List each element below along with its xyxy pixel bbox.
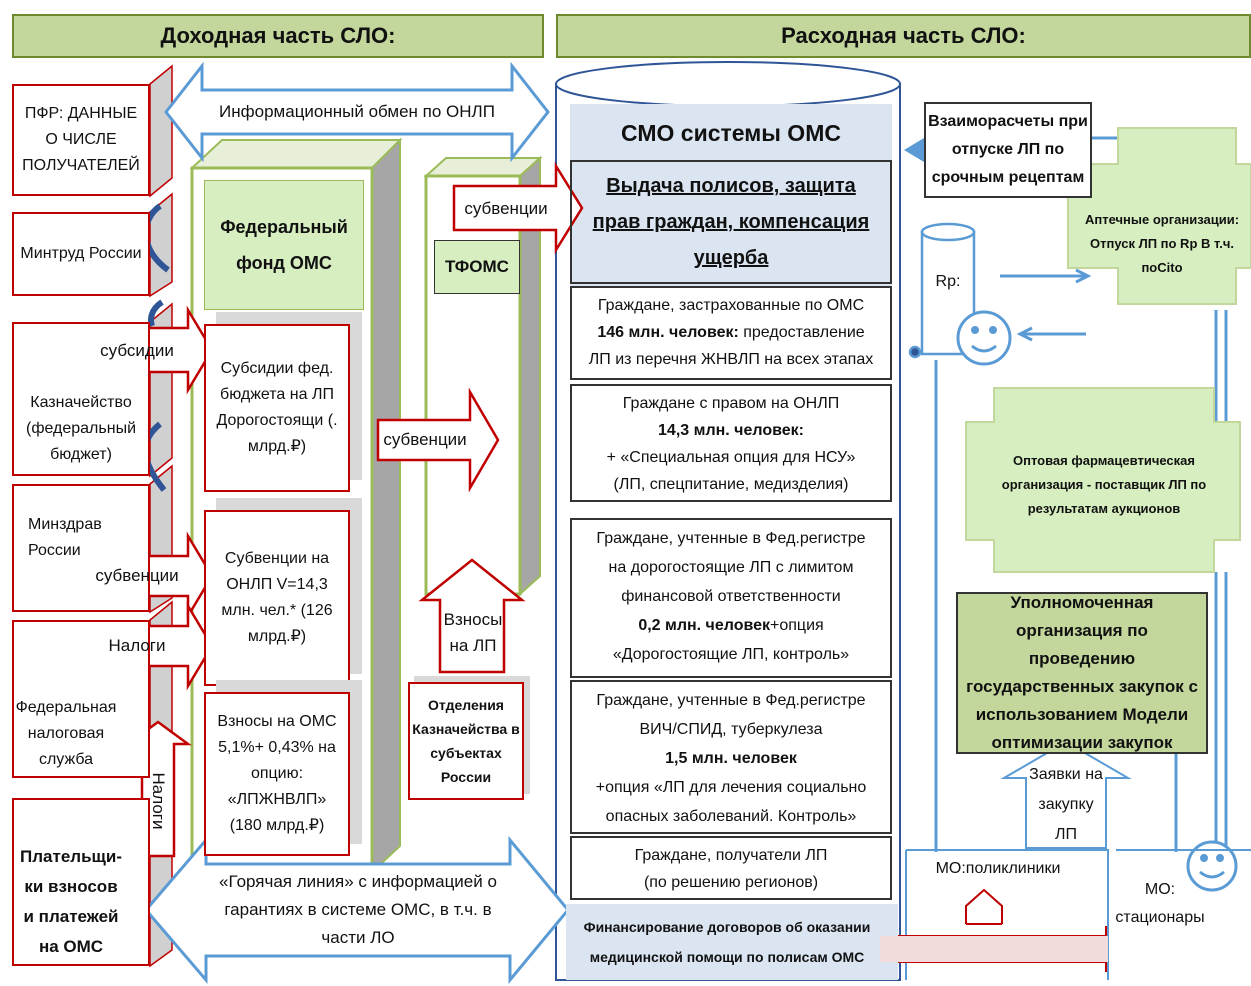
smo-row4-line3: 1,5 млн. человек xyxy=(665,750,797,767)
treasury-box: Казначейство (федеральный бюджет) xyxy=(12,322,150,476)
smo-row-regional: Граждане, получатели ЛП (по решению реги… xyxy=(570,836,892,900)
smo-row-expensive: Граждане, учтенные в Фед.регистре на дор… xyxy=(570,518,892,678)
minzdrav-label: Минздрав России xyxy=(28,516,102,559)
contributions-label: Взносы на ЛП xyxy=(443,610,503,655)
subventions-label-3: субвенции xyxy=(383,430,467,449)
subventions-arrow-3-shape xyxy=(376,387,500,493)
wholesale-cross xyxy=(965,387,1241,573)
smo-financing: Финансирование договоров об оказании мед… xyxy=(583,919,871,965)
ffoms-contributions-text: Взносы на ОМС 5,1%+ 0,43% на опцию: «ЛПЖ… xyxy=(217,713,337,834)
info-exchange-arrow xyxy=(164,61,550,163)
pfr-box: ПФР: ДАННЫЕ О ЧИСЛЕ ПОЛУЧАТЕЛЕЙ xyxy=(12,84,150,196)
ffoms-subventions-text: Субвенции на ОНЛП V=14,3 млн. чел.* (126… xyxy=(221,550,333,645)
smo-row1-line3: ЛП из перечня ЖНВЛП на всех этапах xyxy=(588,351,874,368)
smo-row2-line1: Граждане с правом на ОНЛП xyxy=(622,395,840,412)
smo-row3-line4: +опция xyxy=(770,617,824,634)
authorized-org-box: Уполномоченная организация по проведению… xyxy=(956,592,1208,754)
minzdrav-box: Минздрав России xyxy=(12,484,150,612)
smo-row5-line1: Граждане, получатели ЛП xyxy=(634,847,828,864)
hospital-smiley-icon xyxy=(1186,840,1238,892)
subsidies-label: субсидии xyxy=(100,341,174,360)
treasury-branches-text: Отделения Казначейства в субъектах Росси… xyxy=(412,697,520,785)
ffoms-contributions-box: Взносы на ОМС 5,1%+ 0,43% на опцию: «ЛПЖ… xyxy=(204,692,350,856)
purchase-requests-arrow-shape xyxy=(1000,740,1132,849)
smo-row4-line2: ВИЧ/СПИД, туберкулеза xyxy=(639,721,823,738)
smo-row3-line5: «Дорогостоящие ЛП, контроль» xyxy=(612,646,850,663)
pharmacies-text: Аптечные организации: Отпуск ЛП по Rp В … xyxy=(1084,212,1240,275)
expense-header: Расходная часть СЛО: xyxy=(556,14,1251,58)
smo-row3-line1: Граждане, учтенные в Фед.регистре xyxy=(596,530,866,547)
smo-row3-line2: на дорогостоящие ЛП с лимитом xyxy=(608,559,854,576)
ffoms-title: Федеральный фонд ОМС xyxy=(204,180,364,310)
smo-title: СМО системы ОМС xyxy=(621,119,841,146)
smo-row5-line2: (по решению регионов) xyxy=(643,874,819,891)
ffoms-subsidies-box: Субсидии фед. бюджета на ЛП Дорогостоящи… xyxy=(204,324,350,492)
subventions-label-2: субвенции xyxy=(95,566,179,585)
income-header: Доходная часть СЛО: xyxy=(12,14,544,58)
smo-row1-line2-bold: 146 млн. человек: xyxy=(597,324,739,341)
wholesale-text: Оптовая фармацевтическая организация - п… xyxy=(1001,453,1207,516)
ffoms-subsidies-text: Субсидии фед. бюджета на ЛП Дорогостоящи… xyxy=(216,360,338,455)
treasury-label: Казначейство (федеральный бюджет) xyxy=(25,394,136,463)
payers-box: Плательщи-ки взносов и платежей на ОМС xyxy=(12,798,150,966)
mutual-settlements-box: Взаиморасчеты при отпуске ЛП по срочным … xyxy=(924,102,1092,198)
smo-row-onlp: Граждане с правом на ОНЛП 14,3 млн. чело… xyxy=(570,384,892,502)
taxes-label-2: Налоги xyxy=(149,772,168,830)
pfr-label: ПФР: ДАННЫЕ О ЧИСЛЕ ПОЛУЧАТЕЛЕЙ xyxy=(22,105,140,174)
fns-label: Федеральная налоговая служба xyxy=(15,699,117,768)
subventions-arrow-1-shape xyxy=(452,161,584,255)
smo-row3-line4-bold: 0,2 млн. человек xyxy=(638,617,770,634)
rp-label: Rp: xyxy=(935,273,961,290)
fns-box: Федеральная налоговая служба xyxy=(12,620,150,778)
contributions-arrow-shape xyxy=(418,558,526,674)
mo-hospitals-label: МО: стационары xyxy=(1115,881,1205,926)
settlements-left-arrow xyxy=(904,138,938,162)
mintrud-box: Минтруд России xyxy=(12,212,150,296)
subventions-label-1: субвенции xyxy=(464,199,548,218)
mintrud-label: Минтруд России xyxy=(20,245,142,262)
payers-label: Плательщи-ки взносов и платежей на ОМС xyxy=(20,847,122,956)
taxes-label-1: Налоги xyxy=(108,636,166,655)
financing-band xyxy=(566,904,898,980)
mutual-settlements-text: Взаиморасчеты при отпуске ЛП по срочным … xyxy=(928,113,1088,186)
smo-row1-line2: предоставление xyxy=(738,324,865,341)
smo-row4-line1: Граждане, учтенные в Фед.регистре xyxy=(596,692,866,709)
smo-row2-line3: + «Специальная опция для НСУ» xyxy=(606,449,856,466)
prescription-scroll xyxy=(908,222,976,359)
hotline-label: «Горячая линия» с информацией о гарантия… xyxy=(219,872,497,947)
smo-row-insured: Граждане, застрахованные по ОМС 146 млн.… xyxy=(570,286,892,380)
tfoms-title: ТФОМС xyxy=(434,240,520,294)
smo-row4-line4: +опция «ЛП для лечения социально xyxy=(595,779,867,796)
smo-policies: Выдача полисов, защита прав граждан, ком… xyxy=(570,160,892,284)
ffoms-subventions-box: Субвенции на ОНЛП V=14,3 млн. чел.* (126… xyxy=(204,510,350,686)
smo-row4-line5: опасных заболеваний. Контроль» xyxy=(605,808,857,825)
info-exchange-label: Информационный обмен по ОНЛП xyxy=(219,102,495,121)
smo-row1-line1: Граждане, застрахованные по ОМС xyxy=(597,297,865,314)
smo-row-hiv: Граждане, учтенные в Фед.регистре ВИЧ/СП… xyxy=(570,680,892,834)
smo-row3-line4-wrap: 0,2 млн. человек+опция xyxy=(572,611,890,640)
treasury-branches-box: Отделения Казначейства в субъектах Росси… xyxy=(408,682,524,800)
purchase-requests-label: Заявки на закупку ЛП xyxy=(1029,766,1103,843)
smo-row1-line2-wrap: 146 млн. человек: предоставление xyxy=(572,319,890,346)
smo-row3-line3: финансовой ответственности xyxy=(621,588,841,605)
smo-row2-line2: 14,3 млн. человек: xyxy=(658,422,804,439)
patient-smiley-icon xyxy=(956,310,1012,366)
smo-row2-line4: (ЛП, спецпитание, медизделия) xyxy=(613,476,849,493)
mo-clinics-label: МО:поликлиники xyxy=(935,860,1061,877)
